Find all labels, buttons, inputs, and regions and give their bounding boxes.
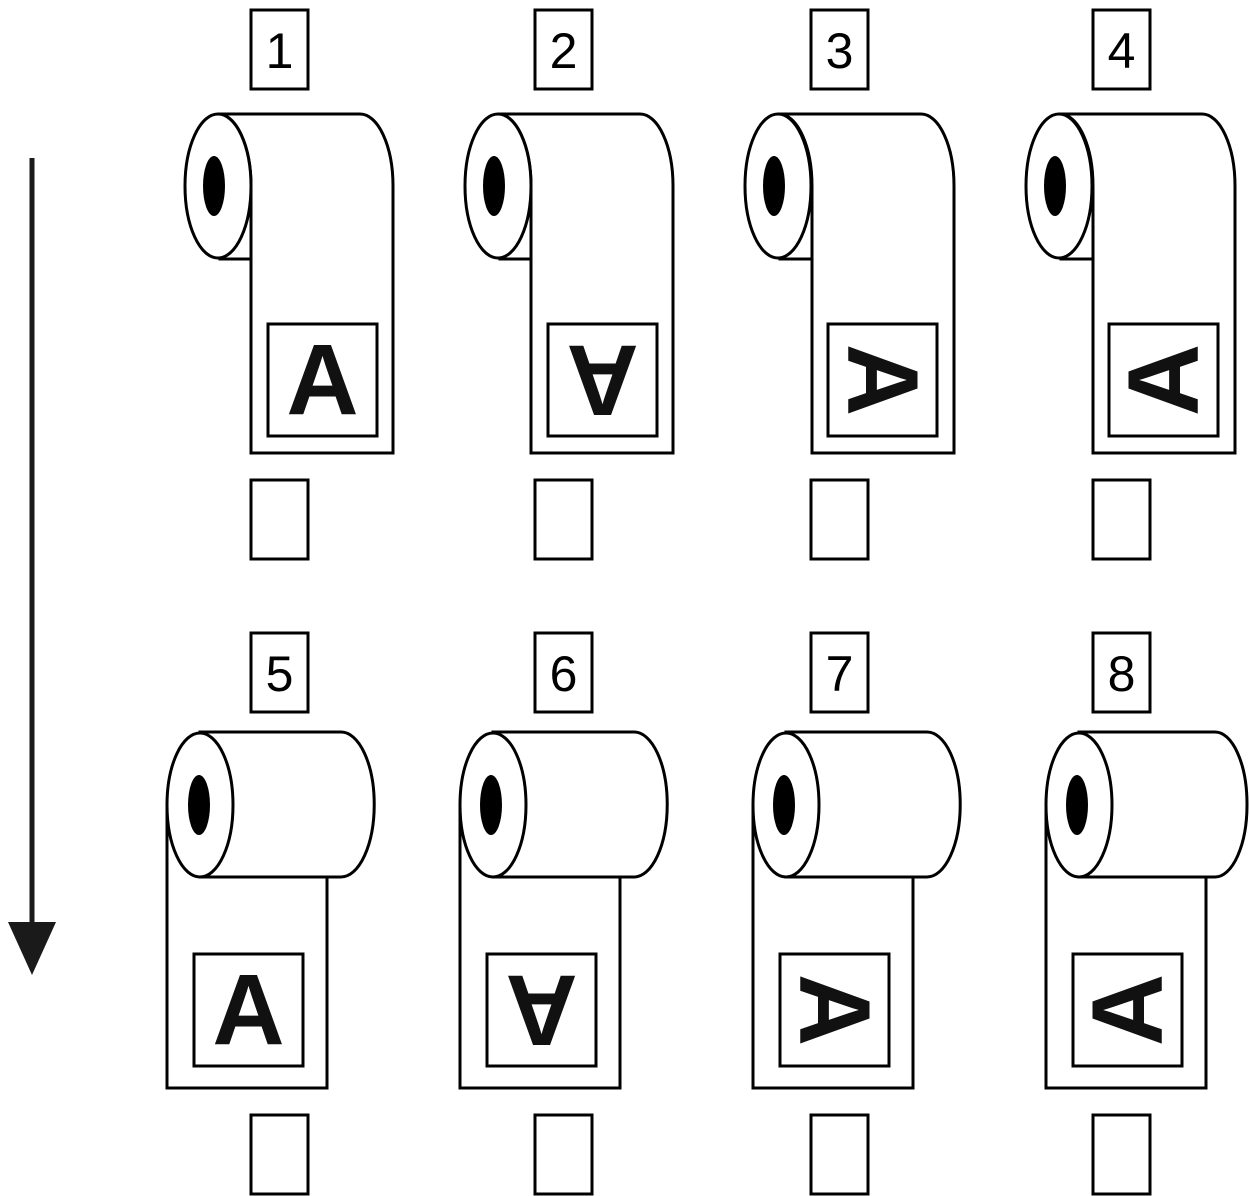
label-letter: A [1108,344,1220,416]
roll-option-1[interactable]: 1 A [185,10,393,559]
roll-core [1066,775,1088,835]
option-number: 4 [1108,23,1136,79]
option-number: 7 [826,646,854,702]
label-letter: A [1072,974,1184,1046]
label-letter: A [827,344,939,416]
roll-option-8[interactable]: 8 A [1046,633,1247,1194]
option-number: 3 [826,23,854,79]
roll-core [763,156,785,216]
label-letter: A [566,324,638,436]
select-checkbox[interactable] [535,480,592,559]
option-number: 1 [266,23,294,79]
label-letter: A [779,974,891,1046]
roll-option-5[interactable]: 5 A [167,633,374,1194]
select-checkbox[interactable] [1093,480,1150,559]
roll-core [773,775,795,835]
roll-option-7[interactable]: 7 A [753,633,960,1194]
roll-option-4[interactable]: 4 A [1026,10,1235,559]
option-number: 6 [550,646,578,702]
roll-option-3[interactable]: 3 A [745,10,954,559]
select-checkbox[interactable] [251,480,308,559]
option-number: 5 [266,646,294,702]
select-checkbox[interactable] [535,1115,592,1194]
roll-core [1044,156,1066,216]
roll-core [188,775,210,835]
option-number: 2 [550,23,578,79]
select-checkbox[interactable] [1093,1115,1150,1194]
label-letter: A [212,954,284,1066]
arrow-down-icon [8,158,56,975]
select-checkbox[interactable] [251,1115,308,1194]
roll-core [480,775,502,835]
select-checkbox[interactable] [811,1115,868,1194]
select-checkbox[interactable] [811,480,868,559]
roll-core [203,156,225,216]
roll-option-6[interactable]: 6 A [460,633,667,1194]
roll-core [483,156,505,216]
label-letter: A [286,324,358,436]
label-letter: A [505,954,577,1066]
option-number: 8 [1108,646,1136,702]
roll-option-2[interactable]: 2 A [465,10,673,559]
